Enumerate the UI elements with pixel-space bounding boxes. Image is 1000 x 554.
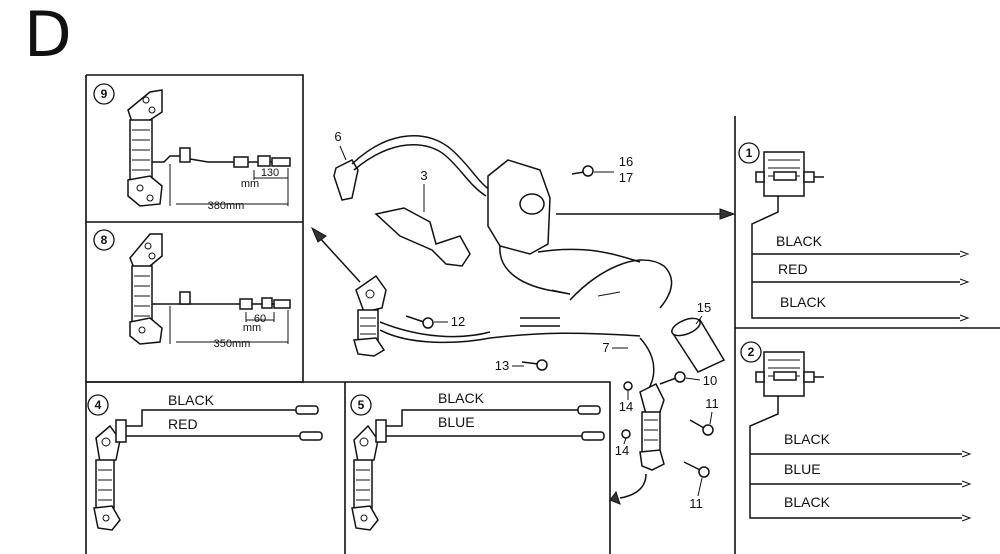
callouts: 6 3 16 17 12 13 7 15 10 14 14 11 11 <box>334 129 718 511</box>
callout-7: 7 <box>602 340 609 355</box>
section-letter: D <box>24 0 72 71</box>
ignition-coil-right <box>639 382 665 471</box>
panel-8-badge <box>93 229 115 251</box>
panel-4: 4 BLACK RED <box>85 382 346 554</box>
panel-1-wire-2: RED <box>778 261 808 277</box>
panel-9: 9 130 mm 380mm <box>85 74 304 223</box>
ignition-coil-drawing-8 <box>129 233 291 345</box>
callout-10: 10 <box>703 373 717 388</box>
panel-2: 2 BLACK BLUE BLACK <box>740 341 972 522</box>
panel-5: 5 BLACK BLUE <box>345 381 611 554</box>
panel-4-wire-top: BLACK <box>168 392 215 408</box>
panel-4-number: 4 <box>95 398 102 412</box>
panel-8-dim-long: 350mm <box>214 338 251 350</box>
ignition-coil-unit <box>487 159 641 295</box>
ignition-module-drawing-2 <box>749 351 972 522</box>
panel-4-wire-bottom: RED <box>168 416 198 432</box>
panel-1-wire-1: BLACK <box>776 233 823 249</box>
callout-14-a: 14 <box>619 399 633 414</box>
callout-11-a: 11 <box>705 396 719 411</box>
panel-9-dim-short-unit: mm <box>241 178 259 190</box>
panel-8-dim-short-unit: mm <box>243 322 261 334</box>
arrow-to-panel-8-9 <box>317 235 361 283</box>
panel-5-number: 5 <box>358 398 365 412</box>
callout-14-b: 14 <box>615 443 629 458</box>
bracket <box>374 207 471 267</box>
panel-9-badge <box>93 83 115 105</box>
panel-5-wire-top: BLACK <box>438 390 485 406</box>
arrow-curve <box>619 473 647 499</box>
callout-16: 16 <box>619 154 633 169</box>
ignition-coil-drawing-5 <box>351 405 605 531</box>
panel-2-number: 2 <box>748 345 755 359</box>
panel-9-dim-short: 130 <box>261 167 279 179</box>
ignition-coil-left <box>353 274 641 357</box>
panel-5-wire-bottom: BLUE <box>438 414 475 430</box>
panel-9-dim-long: 380mm <box>208 200 245 212</box>
panel-2-badge <box>740 341 762 363</box>
panel-1-badge <box>738 142 760 164</box>
panel-8-number: 8 <box>101 233 108 247</box>
spark-plug-cap <box>333 135 491 201</box>
panel-4-frame <box>85 382 346 554</box>
callout-13: 13 <box>495 358 509 373</box>
callout-17: 17 <box>619 170 633 185</box>
callout-12: 12 <box>451 314 465 329</box>
panel-1: 1 BLACK RED BLACK <box>734 116 1000 554</box>
panel-1-frame <box>734 116 1000 554</box>
panel-8-dim-short: 60 <box>254 313 266 325</box>
panel-4-badge <box>87 394 109 416</box>
panel-2-wire-2: BLUE <box>784 461 821 477</box>
panel-2-wire-3: BLACK <box>784 494 831 510</box>
panel-2-wire-1: BLACK <box>784 431 831 447</box>
callout-11-b: 11 <box>689 496 703 511</box>
panel-8: 8 60 mm 350mm <box>85 222 304 383</box>
panel-9-number: 9 <box>101 87 108 101</box>
panel-5-badge <box>350 394 372 416</box>
panel-1-wire-3: BLACK <box>780 294 827 310</box>
panel-1-number: 1 <box>746 146 753 160</box>
screws <box>405 165 714 478</box>
panel-9-frame <box>86 74 304 222</box>
callout-15: 15 <box>697 300 711 315</box>
ignition-module-drawing-1 <box>751 151 970 322</box>
ignition-coil-drawing-4 <box>93 405 323 531</box>
callout-6: 6 <box>334 129 341 144</box>
main-assembly <box>310 135 736 505</box>
callout-3: 3 <box>420 168 427 183</box>
panel-5-frame <box>345 381 611 554</box>
ignition-coil-drawing-9 <box>127 89 291 207</box>
